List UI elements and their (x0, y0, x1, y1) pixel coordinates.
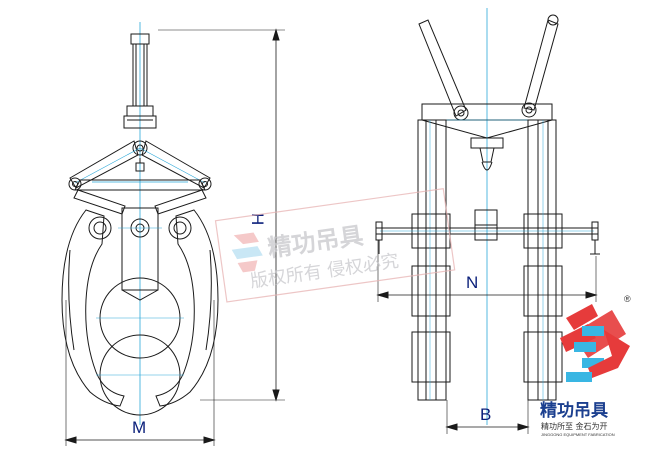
dimension-n-label: N (466, 273, 478, 292)
watermark-logo-icon (231, 232, 263, 273)
brand-logo: ® 精功吊具 精功所至 金石为开 JINGGONG EQUIPMENT FABR… (540, 294, 631, 437)
watermark: 精功吊具 版权所有 侵权必究 (214, 188, 456, 303)
arm-pivot-right (168, 216, 192, 240)
dimension-b-label: B (480, 405, 491, 424)
brand-english: JINGGONG EQUIPMENT FABRICATION (541, 432, 615, 437)
middle-link-right (154, 189, 207, 215)
jaw-left (61, 209, 125, 407)
dimension-h-label: H (248, 213, 267, 225)
jaw-right (155, 209, 219, 407)
side-view (61, 22, 285, 446)
lifting-link-right (521, 14, 559, 118)
dimension-h (158, 28, 285, 402)
top-pivot (132, 140, 148, 156)
brand-slogan: 精功所至 金石为开 (541, 421, 608, 431)
brand-name: 精功吊具 (540, 400, 608, 421)
dimension-m (64, 300, 216, 446)
dimension-b (445, 400, 530, 434)
middle-link-left (73, 189, 126, 215)
front-view (375, 8, 600, 434)
plate-stack-right (523, 119, 563, 401)
brand-logo-icon (560, 304, 630, 382)
arm-pivot-left (88, 216, 112, 240)
dimension-n (376, 240, 598, 302)
lifting-link-left (418, 19, 469, 121)
dimension-m-label: M (132, 418, 146, 437)
pivot-left (68, 177, 82, 191)
brand-registered-mark: ® (624, 294, 631, 304)
watermark-frame (214, 188, 456, 303)
pivot-right (198, 177, 212, 191)
plate-stack-left (411, 119, 451, 401)
